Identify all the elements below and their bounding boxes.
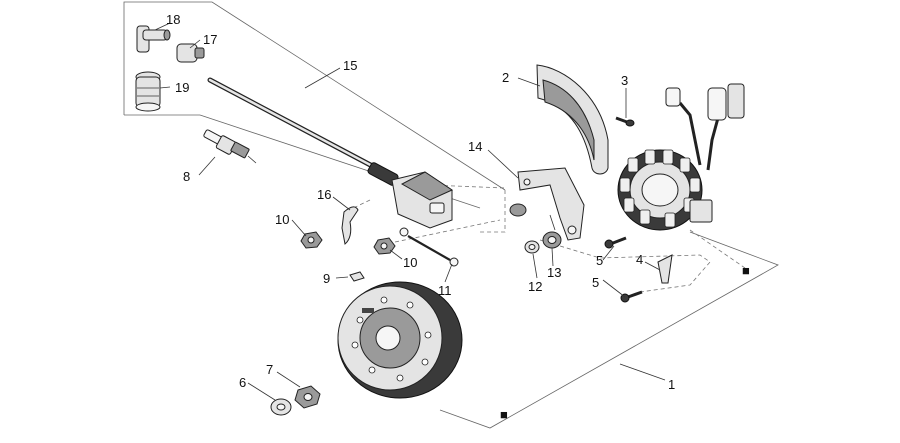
callout-18: 18 [166,12,180,27]
callout-labels: 18 17 19 15 2 3 14 8 16 10 10 9 11 12 13… [166,12,675,392]
spring-clip [341,206,359,245]
callout-13: 13 [547,265,561,280]
flywheel-nut [294,385,321,409]
spark-plug-cap-elbow [136,25,171,53]
stator-screw-lower [620,290,643,303]
callout-15: 15 [343,58,357,73]
ground-wire [399,227,459,267]
stator-assembly [617,83,745,231]
hex-nut-upper [300,231,323,249]
callout-3: 3 [621,73,628,88]
hex-nut-lower [373,237,396,255]
spacer [542,231,562,249]
callout-5-upper: 5 [596,253,603,268]
stator-screw-upper [604,236,627,249]
callout-10-upper: 10 [275,212,289,227]
callout-5-lower: 5 [592,275,599,290]
callout-14: 14 [468,139,482,154]
assembly-frame [123,1,779,429]
callout-17: 17 [203,32,217,47]
spark-plug [203,129,257,164]
callout-19: 19 [175,80,189,95]
square-marker-bottom: ■ [500,407,508,422]
washer [524,240,540,254]
flywheel [337,281,463,399]
mounting-bracket [509,167,585,241]
callout-2: 2 [502,70,509,85]
leader-lines [154,22,666,401]
callout-6: 6 [239,375,246,390]
callout-12: 12 [528,279,542,294]
woodruff-key [349,271,365,282]
ignition-coil [207,77,454,229]
callout-1: 1 [668,377,675,392]
square-marker-right: ■ [742,263,750,278]
callout-8: 8 [183,169,190,184]
stator-cover [536,64,609,175]
pickup-sensor [657,254,673,284]
cover-screw [615,116,635,127]
callout-7: 7 [266,362,273,377]
callout-11: 11 [438,283,452,298]
rubber-boot [135,71,161,112]
flywheel-washer [270,398,292,416]
reference-markers: ■ ■ [500,263,750,422]
callout-10-lower: 10 [403,255,417,270]
callout-9: 9 [323,271,330,286]
cap-sleeve [176,43,205,63]
callout-16: 16 [317,187,331,202]
callout-4: 4 [636,252,643,267]
